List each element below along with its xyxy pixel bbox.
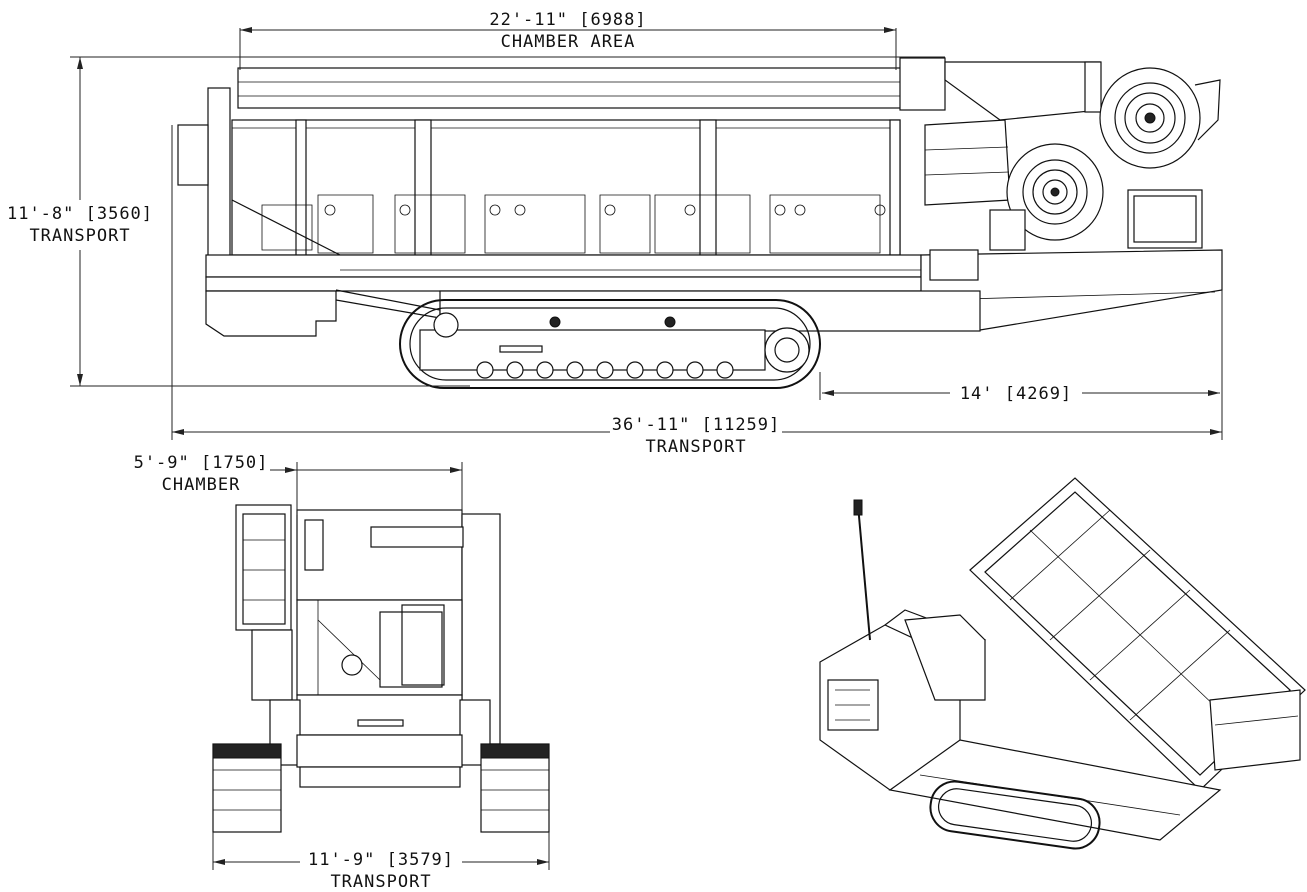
- height-transport-label: TRANSPORT: [29, 226, 130, 246]
- height-transport-value: 11'-8" [3560]: [7, 204, 153, 224]
- fan-housing-upper: [1099, 67, 1221, 169]
- rear-length-value: 14' [4269]: [960, 384, 1072, 404]
- front-left-track: [212, 743, 282, 833]
- chamber-width-label: CHAMBER: [162, 475, 241, 495]
- front-right-track: [480, 743, 550, 833]
- side-dimensions: [70, 27, 1223, 440]
- chamber-area-label: CHAMBER AREA: [501, 32, 636, 52]
- front-dimensions: [212, 462, 550, 870]
- width-transport-value: 11'-9" [3579]: [308, 850, 454, 870]
- isometric-view: [819, 477, 1306, 850]
- side-view: [177, 57, 1223, 389]
- fan-housing-lower: [1006, 143, 1104, 241]
- length-transport-label: TRANSPORT: [645, 437, 746, 457]
- chamber-area-value: 22'-11" [6988]: [489, 10, 646, 30]
- chamber-width-value: 5'-9" [1750]: [134, 453, 269, 473]
- chamber-hoppers: [261, 194, 886, 254]
- front-view: [212, 504, 550, 833]
- track-assembly: [399, 299, 821, 389]
- length-transport-value: 36'-11" [11259]: [612, 415, 781, 435]
- width-transport-label: TRANSPORT: [330, 872, 431, 892]
